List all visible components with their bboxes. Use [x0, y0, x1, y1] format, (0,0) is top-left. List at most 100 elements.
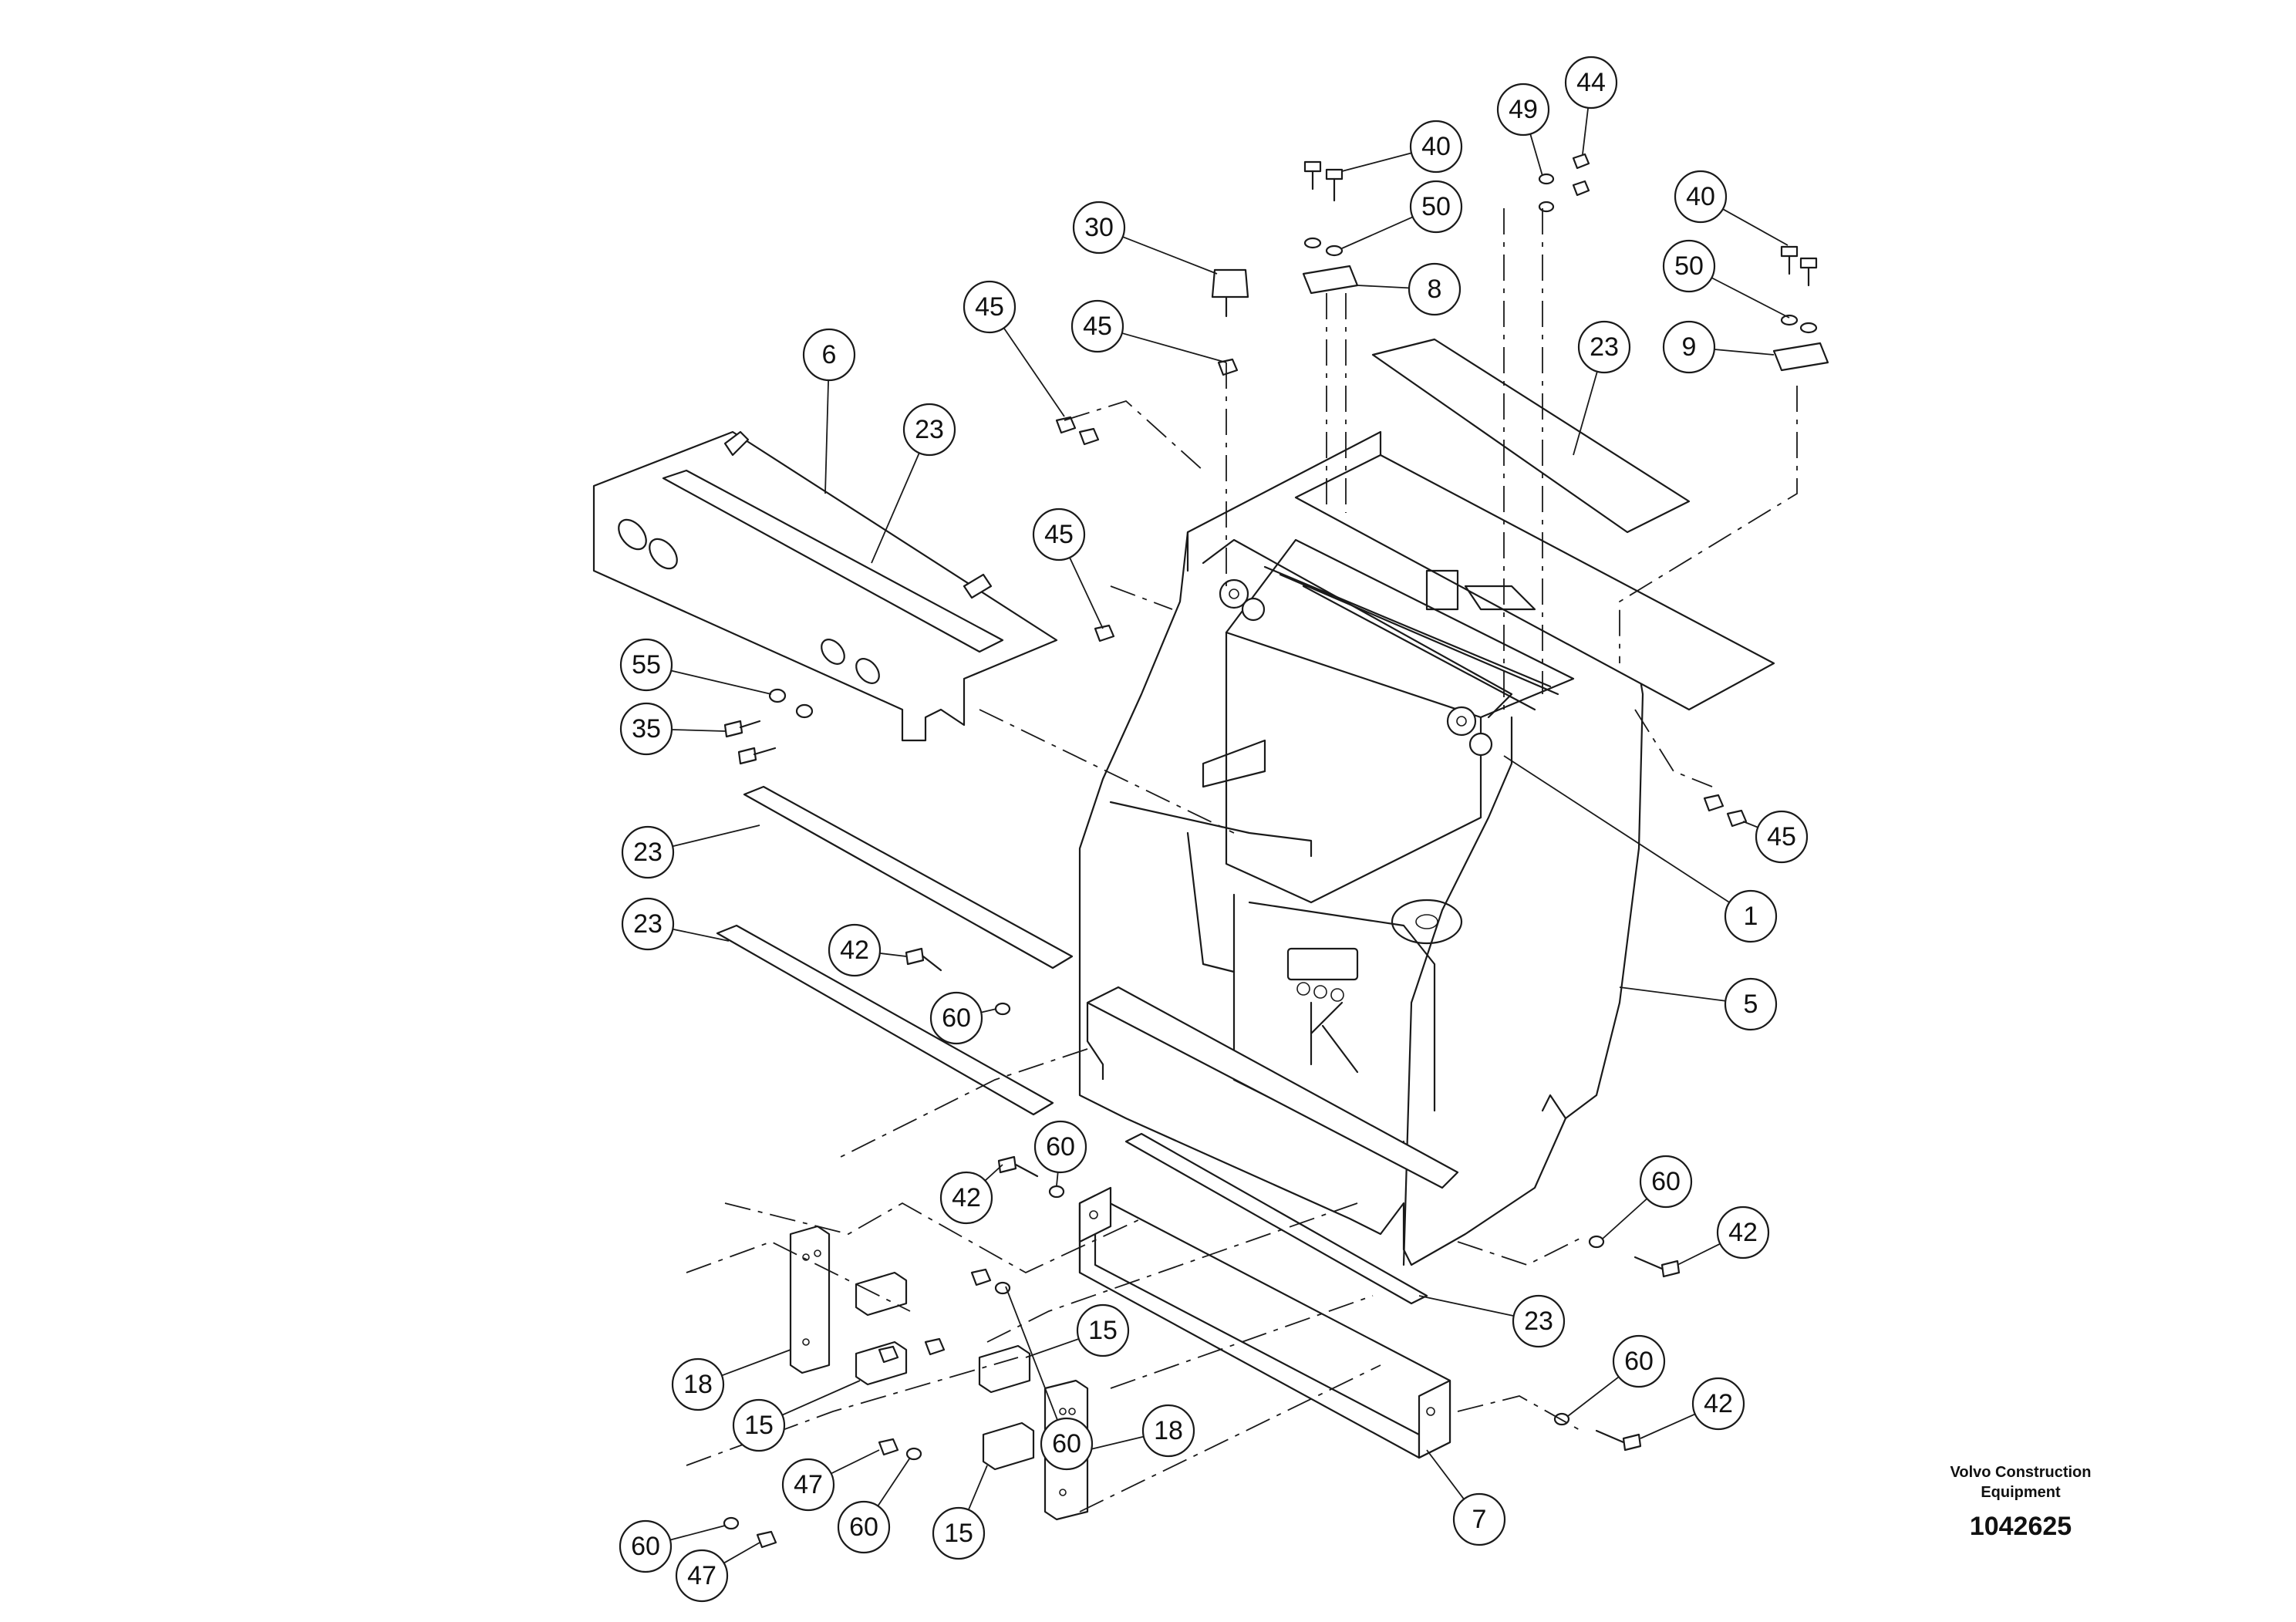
callout-bubble-60: [1040, 1417, 1094, 1471]
callout-bubble-44: [1564, 56, 1618, 110]
callout-number-7: 7: [1472, 1505, 1487, 1534]
callout-leader-23: [1418, 1295, 1514, 1317]
callout-number-18: 18: [683, 1370, 713, 1399]
callout-number-60: 60: [631, 1532, 660, 1561]
callout-leader-23: [672, 824, 760, 848]
callout-bubble-6: [802, 328, 856, 382]
callout-leader-1: [1503, 755, 1730, 903]
callout-leader-8: [1357, 285, 1410, 289]
callout-number-1: 1: [1744, 902, 1758, 931]
top-plate: [1202, 338, 1775, 757]
callout-bubble-23: [621, 825, 675, 879]
callout-bubble-45: [963, 280, 1017, 334]
callout-leader-50: [1341, 216, 1414, 249]
callout-leader-23: [673, 928, 730, 942]
callout-leader-60: [1602, 1198, 1648, 1239]
callout-leader-60: [1056, 1172, 1059, 1186]
callout-number-60: 60: [1651, 1167, 1681, 1196]
callout-leader-45: [1003, 327, 1065, 417]
callout-bubble-30: [1072, 201, 1126, 255]
callout-bubble-60: [1033, 1120, 1087, 1174]
callout-bubble-47: [675, 1549, 729, 1603]
callout-number-23: 23: [633, 838, 663, 867]
fasteners: [723, 153, 1829, 1549]
callout-leader-5: [1619, 986, 1726, 1002]
callout-leader-42: [1677, 1243, 1721, 1266]
callout-number-60: 60: [1624, 1347, 1654, 1376]
callout-number-60: 60: [942, 1003, 971, 1033]
callout-leader-42: [879, 953, 907, 957]
callout-number-15: 15: [744, 1411, 774, 1440]
callout-leader-45: [1069, 557, 1104, 629]
callout-number-23: 23: [915, 415, 944, 444]
callout-number-60: 60: [1046, 1132, 1075, 1162]
callout-leader-45: [1742, 821, 1758, 828]
callout-leader-47: [831, 1449, 880, 1475]
plates-part-15: [855, 1271, 1035, 1471]
callout-bubble-50: [1409, 180, 1463, 234]
callout-leader-60: [877, 1457, 911, 1507]
callout-bubble-1: [1724, 889, 1778, 943]
callout-leader-45: [1121, 332, 1227, 363]
callout-bubble-5: [1724, 977, 1778, 1031]
callout-number-50: 50: [1674, 251, 1704, 281]
callout-bubble-60: [619, 1519, 673, 1573]
callout-leader-15: [1025, 1338, 1080, 1358]
callout-leader-35: [671, 729, 726, 732]
callout-leader-30: [1122, 236, 1218, 275]
callout-leader-23: [1573, 371, 1598, 456]
callout-bubble-7: [1452, 1492, 1506, 1546]
cover-part-6: [592, 430, 1058, 742]
callout-leader-18: [1087, 1435, 1145, 1451]
callout-number-18: 18: [1154, 1416, 1183, 1445]
callout-group: 1567891515151818232323232330354040424242…: [619, 56, 1809, 1603]
callout-bubble-23: [621, 897, 675, 951]
callout-bubble-18: [671, 1357, 725, 1411]
callout-number-47: 47: [794, 1470, 823, 1499]
callout-number-42: 42: [952, 1183, 981, 1212]
callout-bubble-45: [1070, 299, 1124, 353]
callout-leader-23: [871, 452, 920, 564]
bracket-part-18-left: [789, 1225, 831, 1374]
callout-bubble-45: [1755, 810, 1809, 864]
callout-number-23: 23: [633, 909, 663, 939]
callout-bubble-60: [1612, 1334, 1666, 1388]
callout-bubble-15: [932, 1506, 986, 1560]
callout-leader-50: [1711, 277, 1790, 319]
callout-leader-60: [980, 1008, 997, 1013]
callout-leader-49: [1529, 133, 1543, 177]
callout-bubble-60: [1639, 1155, 1693, 1209]
callout-bubble-23: [902, 403, 956, 457]
callout-leader-7: [1426, 1449, 1465, 1500]
frame-part-7: [1078, 986, 1459, 1459]
callout-number-23: 23: [1590, 332, 1619, 362]
callout-leader-9: [1714, 349, 1775, 356]
callout-bubble-49: [1496, 83, 1550, 137]
callout-bubble-50: [1662, 239, 1716, 293]
callout-leader-60: [669, 1525, 726, 1541]
callout-leader-60: [1005, 1286, 1058, 1421]
callout-leader-47: [723, 1542, 760, 1564]
callout-bubble-42: [1691, 1377, 1745, 1431]
callout-number-5: 5: [1744, 990, 1758, 1019]
manufacturer-label: Volvo Construction Equipment: [1882, 1462, 2159, 1502]
callout-leader-40: [1722, 208, 1789, 246]
callout-number-47: 47: [687, 1561, 716, 1590]
callout-number-40: 40: [1686, 182, 1715, 211]
callout-number-42: 42: [1704, 1389, 1733, 1418]
callout-leader-42: [984, 1164, 1003, 1182]
callout-number-42: 42: [840, 936, 869, 965]
callout-bubble-42: [828, 923, 882, 977]
callout-bubble-9: [1662, 320, 1716, 374]
callout-bubble-15: [1076, 1303, 1130, 1357]
callout-bubble-35: [619, 702, 673, 756]
callout-number-35: 35: [632, 714, 661, 744]
assembly-lines: [686, 208, 1798, 1512]
callout-leader-6: [824, 379, 829, 494]
callout-number-55: 55: [632, 650, 661, 679]
callout-bubble-45: [1032, 508, 1086, 561]
callout-leader-18: [721, 1349, 791, 1377]
callout-number-8: 8: [1428, 275, 1442, 304]
callout-number-15: 15: [944, 1519, 973, 1548]
callout-number-9: 9: [1682, 332, 1697, 362]
